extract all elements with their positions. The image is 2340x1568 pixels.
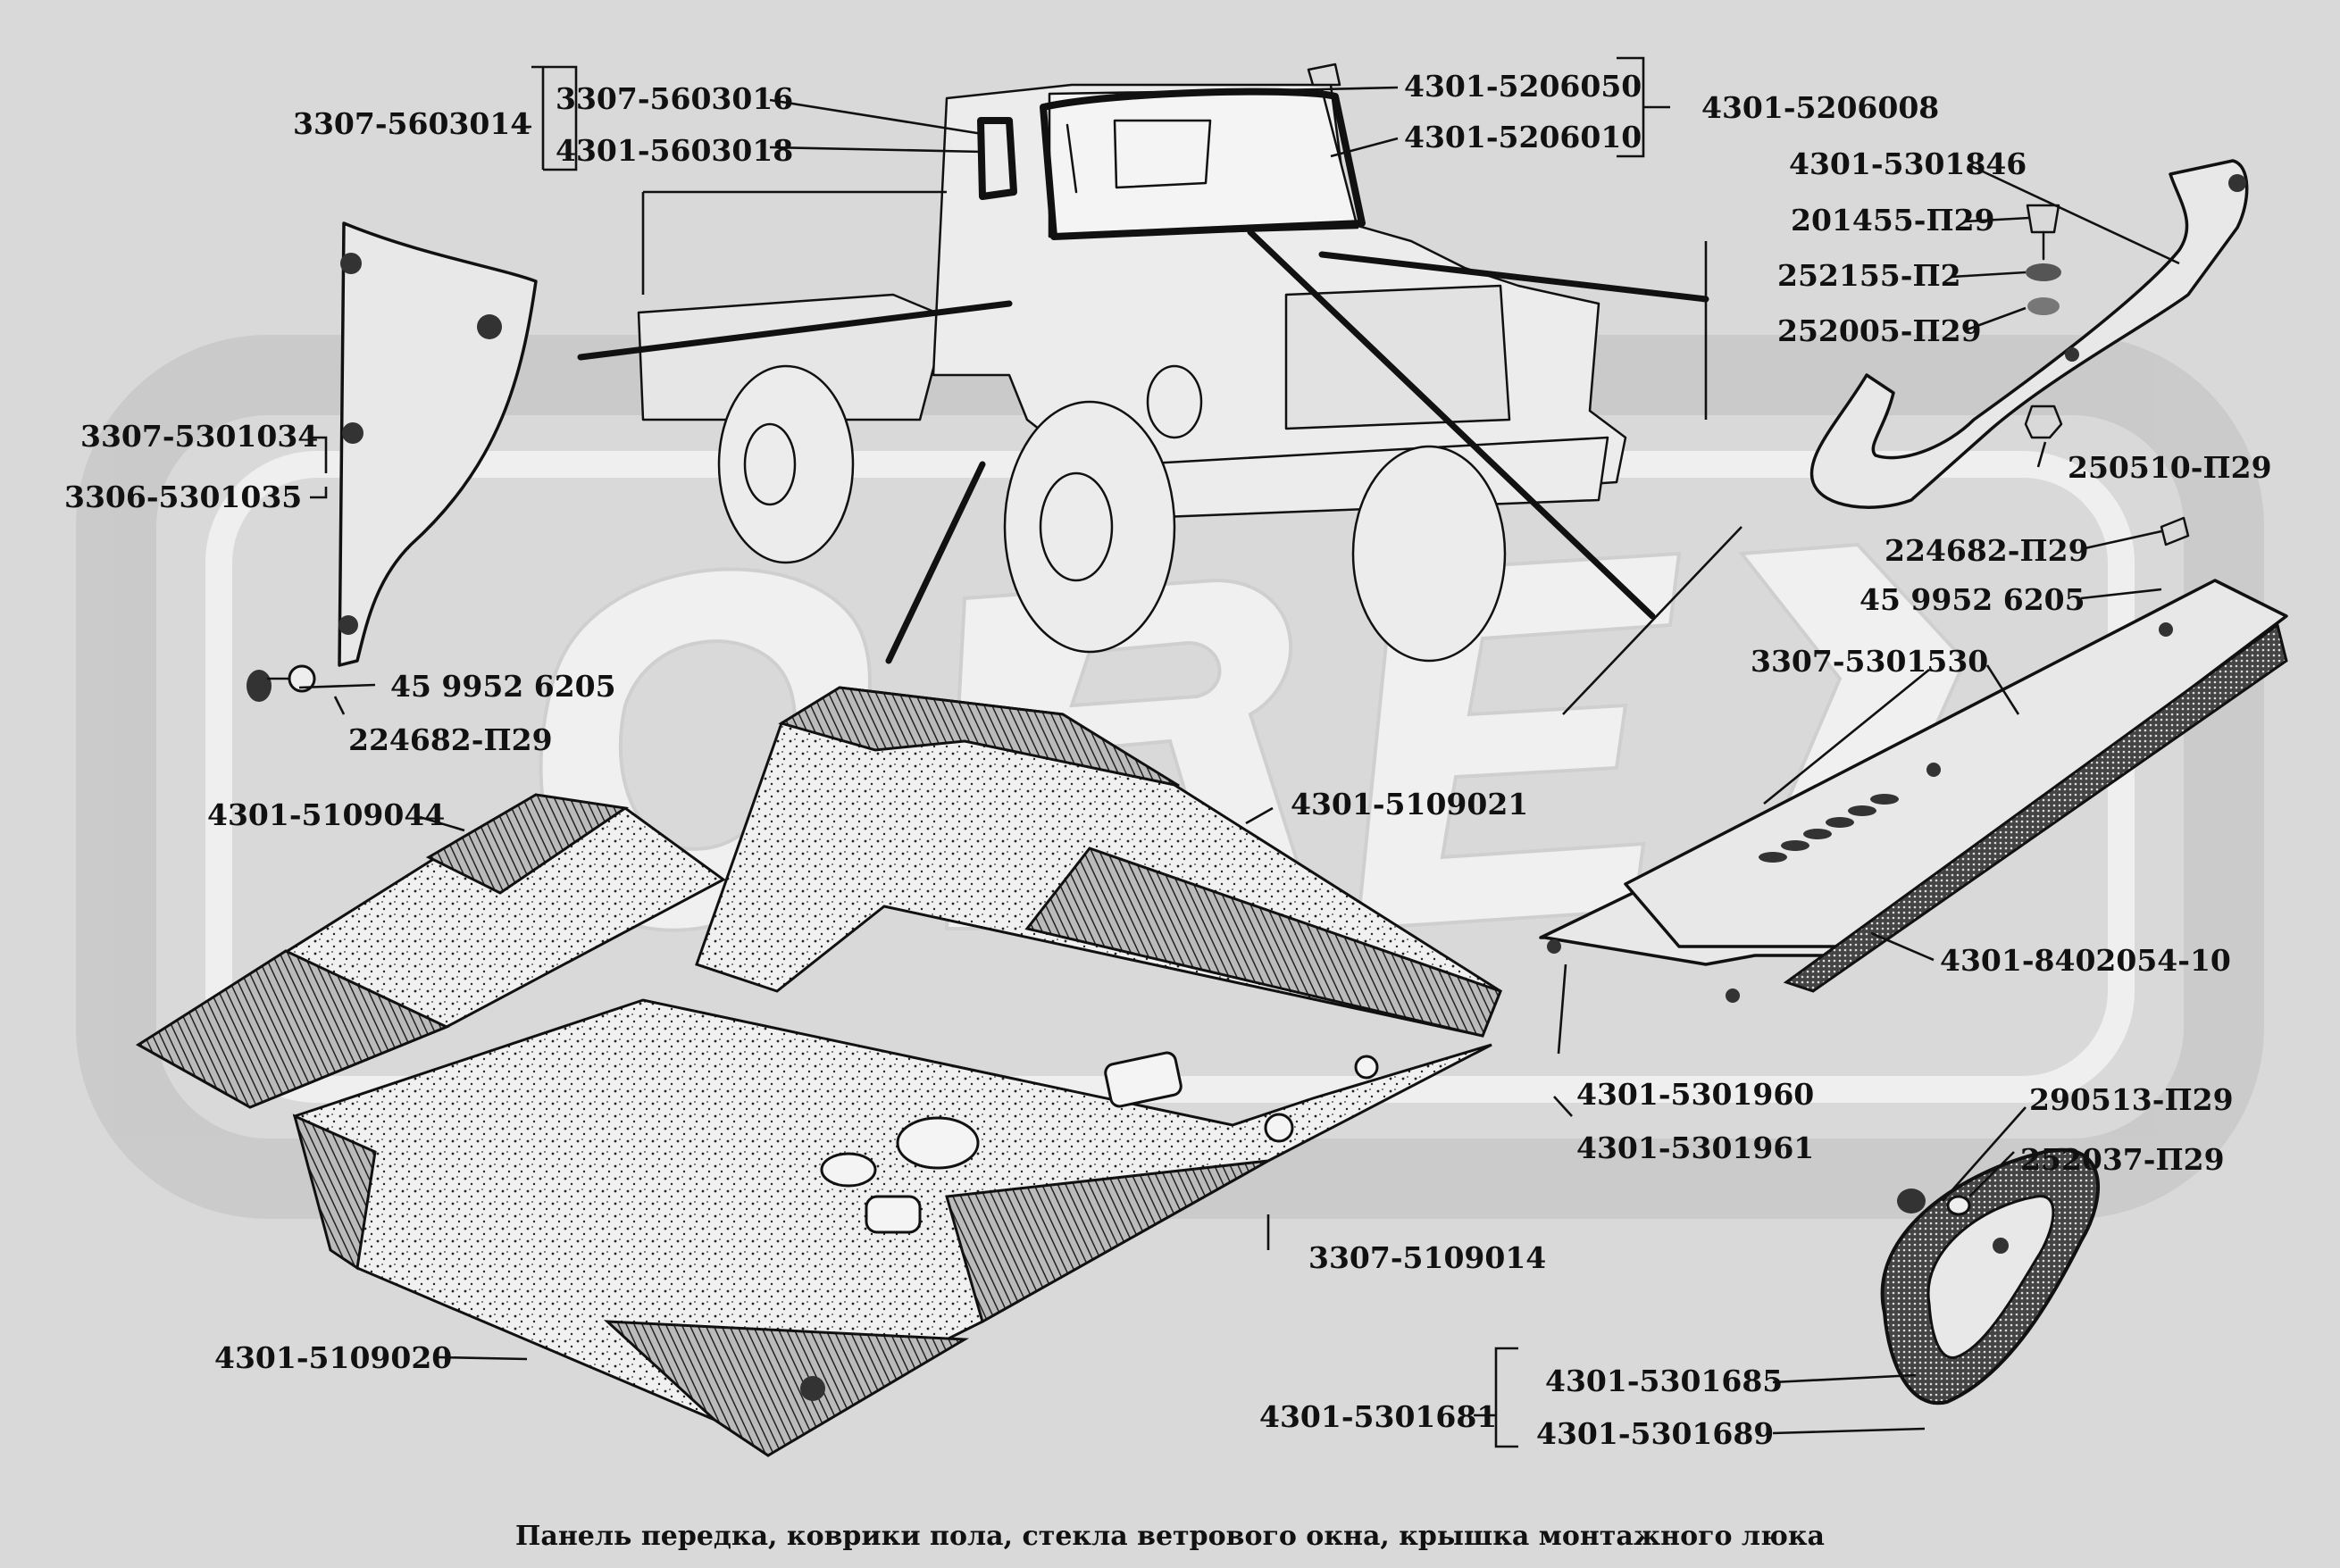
part-number-label: 4301-5206050 <box>1404 69 1642 104</box>
part-number-label: 3306-5301035 <box>64 480 302 514</box>
part-number-label: 3307-5301530 <box>1751 644 1988 679</box>
part-number-label: 4301-5109044 <box>207 797 445 832</box>
part-number-label: 4301-5206008 <box>1701 90 1939 125</box>
part-number-label: 3307-5603014 <box>293 106 531 141</box>
part-number-label: 290513-П29 <box>2029 1082 2234 1117</box>
part-number-label: 201455-П29 <box>1791 203 1995 238</box>
leader-lines <box>298 86 2180 1435</box>
part-number-label: 4301-5301961 <box>1576 1130 1814 1165</box>
part-number-label: 252155-П2 <box>1777 258 1961 293</box>
cowl-panel-part <box>1539 516 2288 1003</box>
diagram-caption: Панель передка, коврики пола, стекла вет… <box>515 1521 1825 1552</box>
part-number-label: 4301-5109021 <box>1291 787 1528 822</box>
hatch-cover-part <box>1880 1147 2100 1405</box>
part-number-label: 4301-8402054-10 <box>1940 943 2231 978</box>
part-number-label: 252037-П29 <box>2020 1142 2225 1177</box>
part-number-label: 224682-П29 <box>348 722 553 757</box>
part-number-label: 45 9952 6205 <box>1859 582 2085 617</box>
part-number-label: 4301-5301846 <box>1789 146 2027 181</box>
part-number-label: 252005-П29 <box>1777 313 1982 348</box>
part-number-label: 4301-5206010 <box>1404 120 1642 154</box>
part-number-label: 3307-5301034 <box>80 419 318 454</box>
bracket-part <box>1809 159 2249 509</box>
part-labels: 3307-5603014 3307-5603016 4301-5603018 4… <box>64 69 2272 1451</box>
part-number-label: 224682-П29 <box>1885 533 2089 568</box>
part-number-label: 4301-5301681 <box>1259 1399 1497 1434</box>
part-number-label: 4301-5301685 <box>1545 1364 1783 1398</box>
part-number-label: 4301-5301960 <box>1576 1077 1814 1112</box>
part-number-label: 4301-5109020 <box>214 1340 452 1375</box>
floor-mat-main <box>292 686 1502 1457</box>
callout-lines <box>577 229 1709 664</box>
label-brackets <box>310 56 1670 1448</box>
floor-mat-left <box>136 793 726 1109</box>
part-number-label: 4301-5603018 <box>556 133 793 168</box>
part-number-label: 3307-5109014 <box>1308 1240 1546 1275</box>
part-number-label: 4301-5301689 <box>1536 1416 1774 1451</box>
part-number-label: 250510-П29 <box>2068 450 2272 485</box>
part-number-label: 3307-5603016 <box>556 81 793 116</box>
part-number-label: 45 9952 6205 <box>390 669 616 704</box>
frame-lines <box>641 190 1742 715</box>
side-panel-part <box>247 221 538 702</box>
